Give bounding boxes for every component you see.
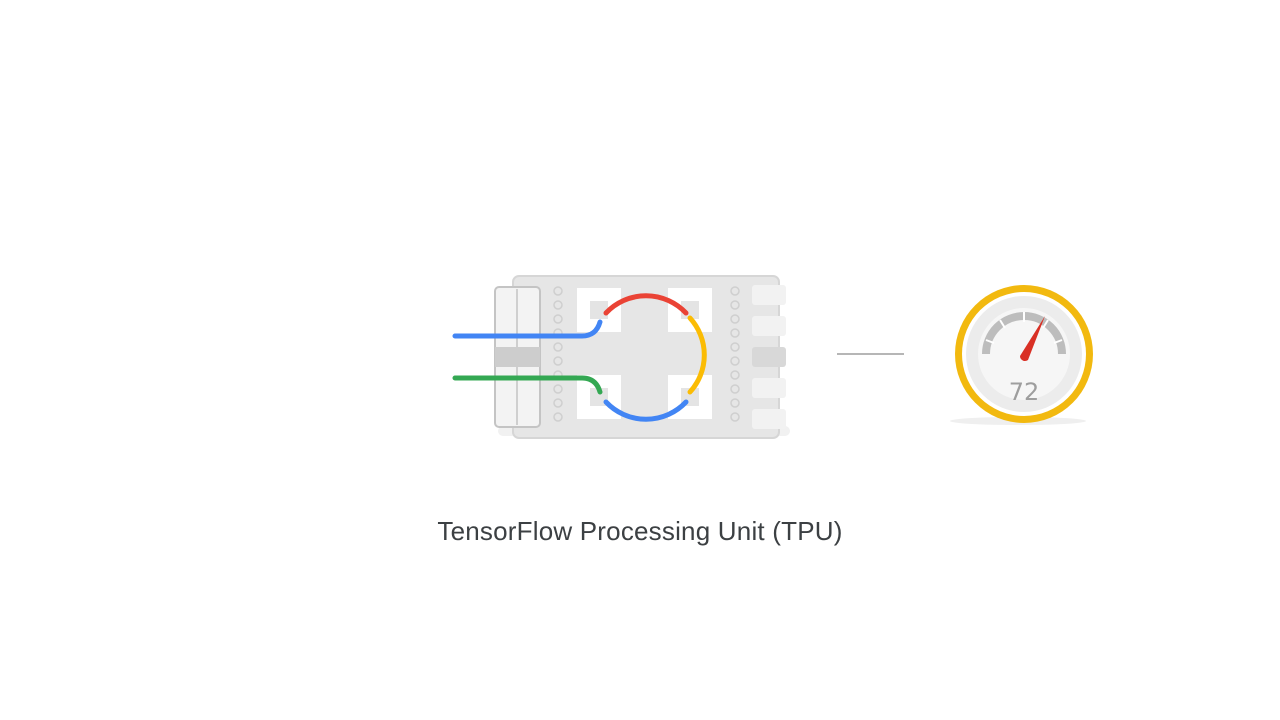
chip-color-ring <box>603 293 707 422</box>
chip-tab <box>752 316 786 336</box>
tpu-chip-icon <box>452 275 790 439</box>
chip-tab <box>752 409 786 429</box>
blue-input-wire <box>452 319 603 339</box>
tpu-caption: TensorFlow Processing Unit (TPU) <box>437 516 843 546</box>
green-input-wire <box>452 375 603 395</box>
gauge-needle <box>1020 316 1045 362</box>
chip-pins-right <box>730 286 740 422</box>
chip-body <box>512 275 780 439</box>
red-arc <box>603 293 689 316</box>
gauge-ticks <box>985 312 1063 344</box>
chip-tab <box>752 378 786 398</box>
chip-tab <box>752 285 786 305</box>
chip-pins-left <box>553 286 563 422</box>
gauge-reading: 72 <box>1009 378 1040 406</box>
connector-band <box>495 347 540 367</box>
speedometer-icon: 72 <box>950 285 1093 425</box>
yellow-arc <box>687 315 707 395</box>
blue-arc <box>603 399 689 422</box>
chip-tab <box>752 347 786 367</box>
